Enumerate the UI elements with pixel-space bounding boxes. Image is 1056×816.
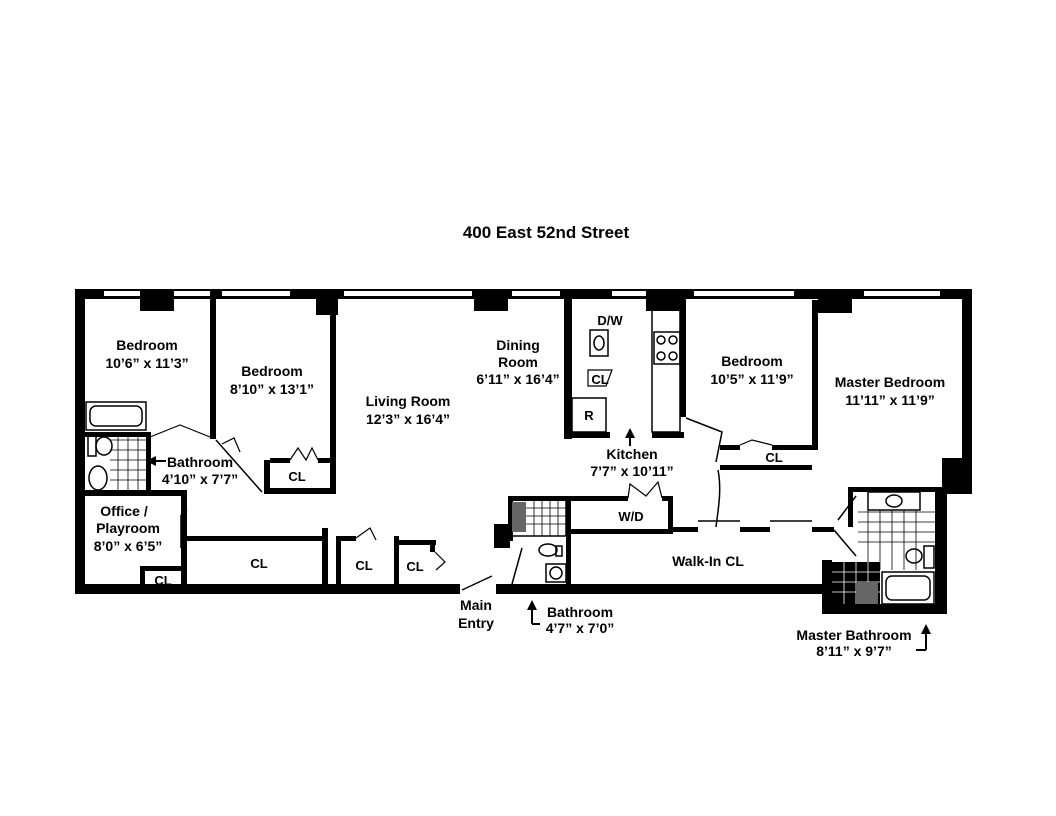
main-entry-line-2: Entry: [458, 615, 494, 631]
windows: [104, 291, 940, 296]
dining-room-dims: 6’11” x 16’4”: [476, 371, 559, 387]
bathroom-2-name: Bathroom: [547, 604, 613, 620]
closet-label: CL: [406, 559, 423, 574]
bathroom-1-dims: 4’10” x 7’7”: [162, 471, 238, 487]
bedroom-1-name: Bedroom: [116, 337, 177, 353]
office-name-2: Playroom: [96, 520, 160, 536]
office-dims: 8’0” x 6’5”: [94, 538, 163, 554]
kitchen-name: Kitchen: [606, 446, 657, 462]
bathroom-1-arrow: [146, 456, 166, 466]
bathroom-2-fixtures: [511, 499, 567, 625]
kitchen-fixtures: [571, 299, 681, 446]
main-entry-line-1: Main: [460, 597, 492, 613]
master-bathroom-dims: 8’11” x 9’7”: [816, 643, 892, 659]
dishwasher-label: D/W: [597, 313, 623, 328]
dining-room-name-1: Dining: [496, 337, 540, 353]
closet-label: CL: [765, 450, 782, 465]
closet-label: CL: [250, 556, 267, 571]
bedroom-2-dims: 8’10” x 13’1”: [230, 381, 314, 397]
bathroom-1-fixtures: [85, 401, 147, 491]
kitchen-dims: 7’7” x 10’11”: [590, 463, 673, 479]
bathroom-2-dims: 4’7” x 7’0”: [546, 620, 615, 636]
room-labels: Bedroom 10’6” x 11’3” Bedroom 8’10” x 13…: [94, 337, 945, 659]
fixture-tags: CL CL CL CL CL CL CL D/W R W/D Walk-In C…: [154, 313, 782, 588]
master-bath-fixtures: [832, 491, 935, 651]
walk-in-closet-label: Walk-In CL: [672, 553, 744, 569]
bedroom-1-dims: 10’6” x 11’3”: [105, 355, 188, 371]
bathroom-1-name: Bathroom: [167, 454, 233, 470]
columns: [140, 289, 852, 548]
master-bedroom-name: Master Bedroom: [835, 374, 945, 390]
closet-label: CL: [355, 558, 372, 573]
living-room-name: Living Room: [366, 393, 451, 409]
master-bedroom-dims: 11’11” x 11’9”: [845, 392, 935, 408]
master-bathroom-name: Master Bathroom: [796, 627, 911, 643]
bedroom-2-name: Bedroom: [241, 363, 302, 379]
living-room-dims: 12’3” x 16’4”: [366, 411, 450, 427]
bedroom-3-dims: 10’5” x 11’9”: [710, 371, 793, 387]
plan-title: 400 East 52nd Street: [463, 223, 630, 242]
doors: [149, 369, 857, 591]
washer-dryer-label: W/D: [618, 509, 643, 524]
refrigerator-label: R: [584, 408, 594, 423]
bedroom-3-name: Bedroom: [721, 353, 782, 369]
closet-label: CL: [288, 469, 305, 484]
closet-label: CL: [154, 573, 171, 588]
closet-label: CL: [591, 372, 608, 387]
dining-room-name-2: Room: [498, 354, 538, 370]
office-name-1: Office /: [100, 503, 148, 519]
